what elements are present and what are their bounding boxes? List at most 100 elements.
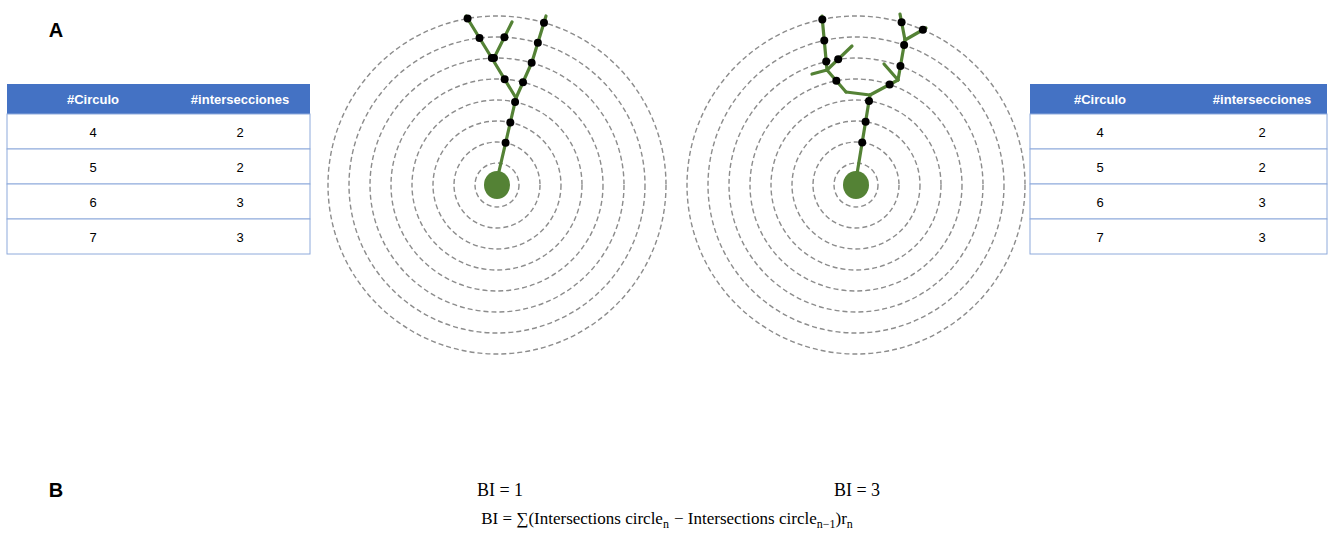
dendrite: [827, 70, 846, 92]
table-row: [1030, 219, 1327, 254]
intersection-dot: [476, 34, 484, 42]
intersection-dot: [534, 39, 542, 47]
intersection-dot: [822, 58, 830, 66]
sholl-circle: [792, 121, 920, 249]
intersection-dot: [519, 78, 527, 86]
sholl-circle: [834, 163, 878, 207]
formula: BI = ∑(Intersections circlen− Intersecti…: [481, 509, 853, 532]
sholl-circle: [454, 142, 540, 228]
intersection-dot: [832, 77, 840, 85]
subscript: n−1: [817, 517, 836, 531]
sholl-circle: [328, 16, 666, 354]
panel-letter: B: [49, 479, 63, 502]
sholl-circles: [328, 16, 1025, 354]
dendrite: [466, 16, 493, 60]
sholl-circle: [349, 37, 645, 333]
intersection-dot: [464, 15, 472, 23]
soma: [843, 171, 869, 199]
sholl-circle: [750, 79, 962, 291]
sholl-circle: [475, 163, 519, 207]
dendrite: [516, 62, 532, 98]
table-row: [7, 184, 310, 219]
intersection-dot: [886, 80, 894, 88]
table-header-cell: #intersecciones: [1213, 92, 1311, 107]
formula-text: − Intersections circle: [674, 509, 817, 528]
table-header: [7, 84, 310, 114]
table-cell: 2: [1258, 159, 1265, 174]
subscript: n: [663, 517, 669, 531]
dendrite: [827, 46, 852, 70]
neuron: [464, 14, 927, 199]
table-cell: 3: [236, 194, 243, 209]
table-row: [1030, 149, 1327, 184]
intersection-dot: [919, 26, 927, 34]
subscript: n: [847, 517, 853, 531]
table-cell: 2: [1258, 124, 1265, 139]
dendrite: [884, 64, 898, 80]
table-header-cell: #intersecciones: [191, 92, 289, 107]
sholl-circle: [729, 58, 983, 312]
table-cell: 4: [89, 124, 96, 139]
intersection-dot: [858, 138, 866, 146]
sholl-circle: [370, 58, 624, 312]
table-cell: 5: [1096, 159, 1103, 174]
intersection-dot: [528, 59, 536, 67]
table-cell: 7: [89, 229, 96, 244]
dendrite: [846, 92, 870, 95]
table-cell: 3: [236, 229, 243, 244]
intersection-dot: [511, 98, 519, 106]
intersection-dot: [834, 55, 842, 63]
dendrite: [493, 60, 516, 98]
intersection-dot: [540, 19, 548, 27]
sholl-circle: [771, 100, 941, 270]
table-row: [1030, 184, 1327, 219]
sholl-circle: [813, 142, 899, 228]
intersection-dot: [818, 15, 826, 23]
table-header: [1030, 84, 1327, 114]
table-cell: 6: [1096, 194, 1103, 209]
table-cell: 4: [1096, 124, 1103, 139]
sholl-circle: [433, 121, 561, 249]
index-value: BI = 1: [477, 480, 523, 501]
table-row: [7, 219, 310, 254]
sholl-circle: [708, 37, 1004, 333]
intersection-dot: [500, 33, 508, 41]
panel-letter: A: [49, 19, 63, 42]
dendrite: [870, 80, 898, 95]
table-row: [1030, 114, 1327, 149]
dendrite: [812, 70, 827, 74]
sholl-circle: [391, 79, 603, 291]
dendrite: [497, 98, 516, 180]
intersection-dot: [900, 41, 908, 49]
intersection-dot: [501, 75, 509, 83]
table-header-cell: #Circulo: [1074, 92, 1126, 107]
table-cell: 3: [1258, 194, 1265, 209]
dendrite: [900, 14, 905, 40]
intersection-dot: [490, 54, 498, 62]
intersection-dot: [820, 36, 828, 44]
table-cell: 2: [236, 124, 243, 139]
table-cell: 2: [236, 159, 243, 174]
formula-text: )r: [835, 509, 846, 528]
sholl-circle: [687, 16, 1025, 354]
dendrite: [856, 95, 870, 180]
intersection-dot: [862, 118, 870, 126]
intersection-dot: [506, 118, 514, 126]
formula-text: BI = ∑(Intersections circle: [481, 509, 663, 528]
intersection-dot: [865, 97, 873, 105]
table-grid: [7, 84, 1327, 254]
table-cell: 6: [89, 194, 96, 209]
table-row: [7, 114, 310, 149]
intersection-dot: [896, 62, 904, 70]
index-value: BI = 3: [834, 480, 880, 501]
soma: [484, 171, 510, 199]
table-header-cell: #Circulo: [67, 92, 119, 107]
table-cell: 7: [1096, 229, 1103, 244]
sholl-circle: [412, 100, 582, 270]
intersection-dot: [898, 18, 906, 26]
intersection-dot: [502, 139, 510, 147]
table-cell: 5: [89, 159, 96, 174]
table-row: [7, 149, 310, 184]
